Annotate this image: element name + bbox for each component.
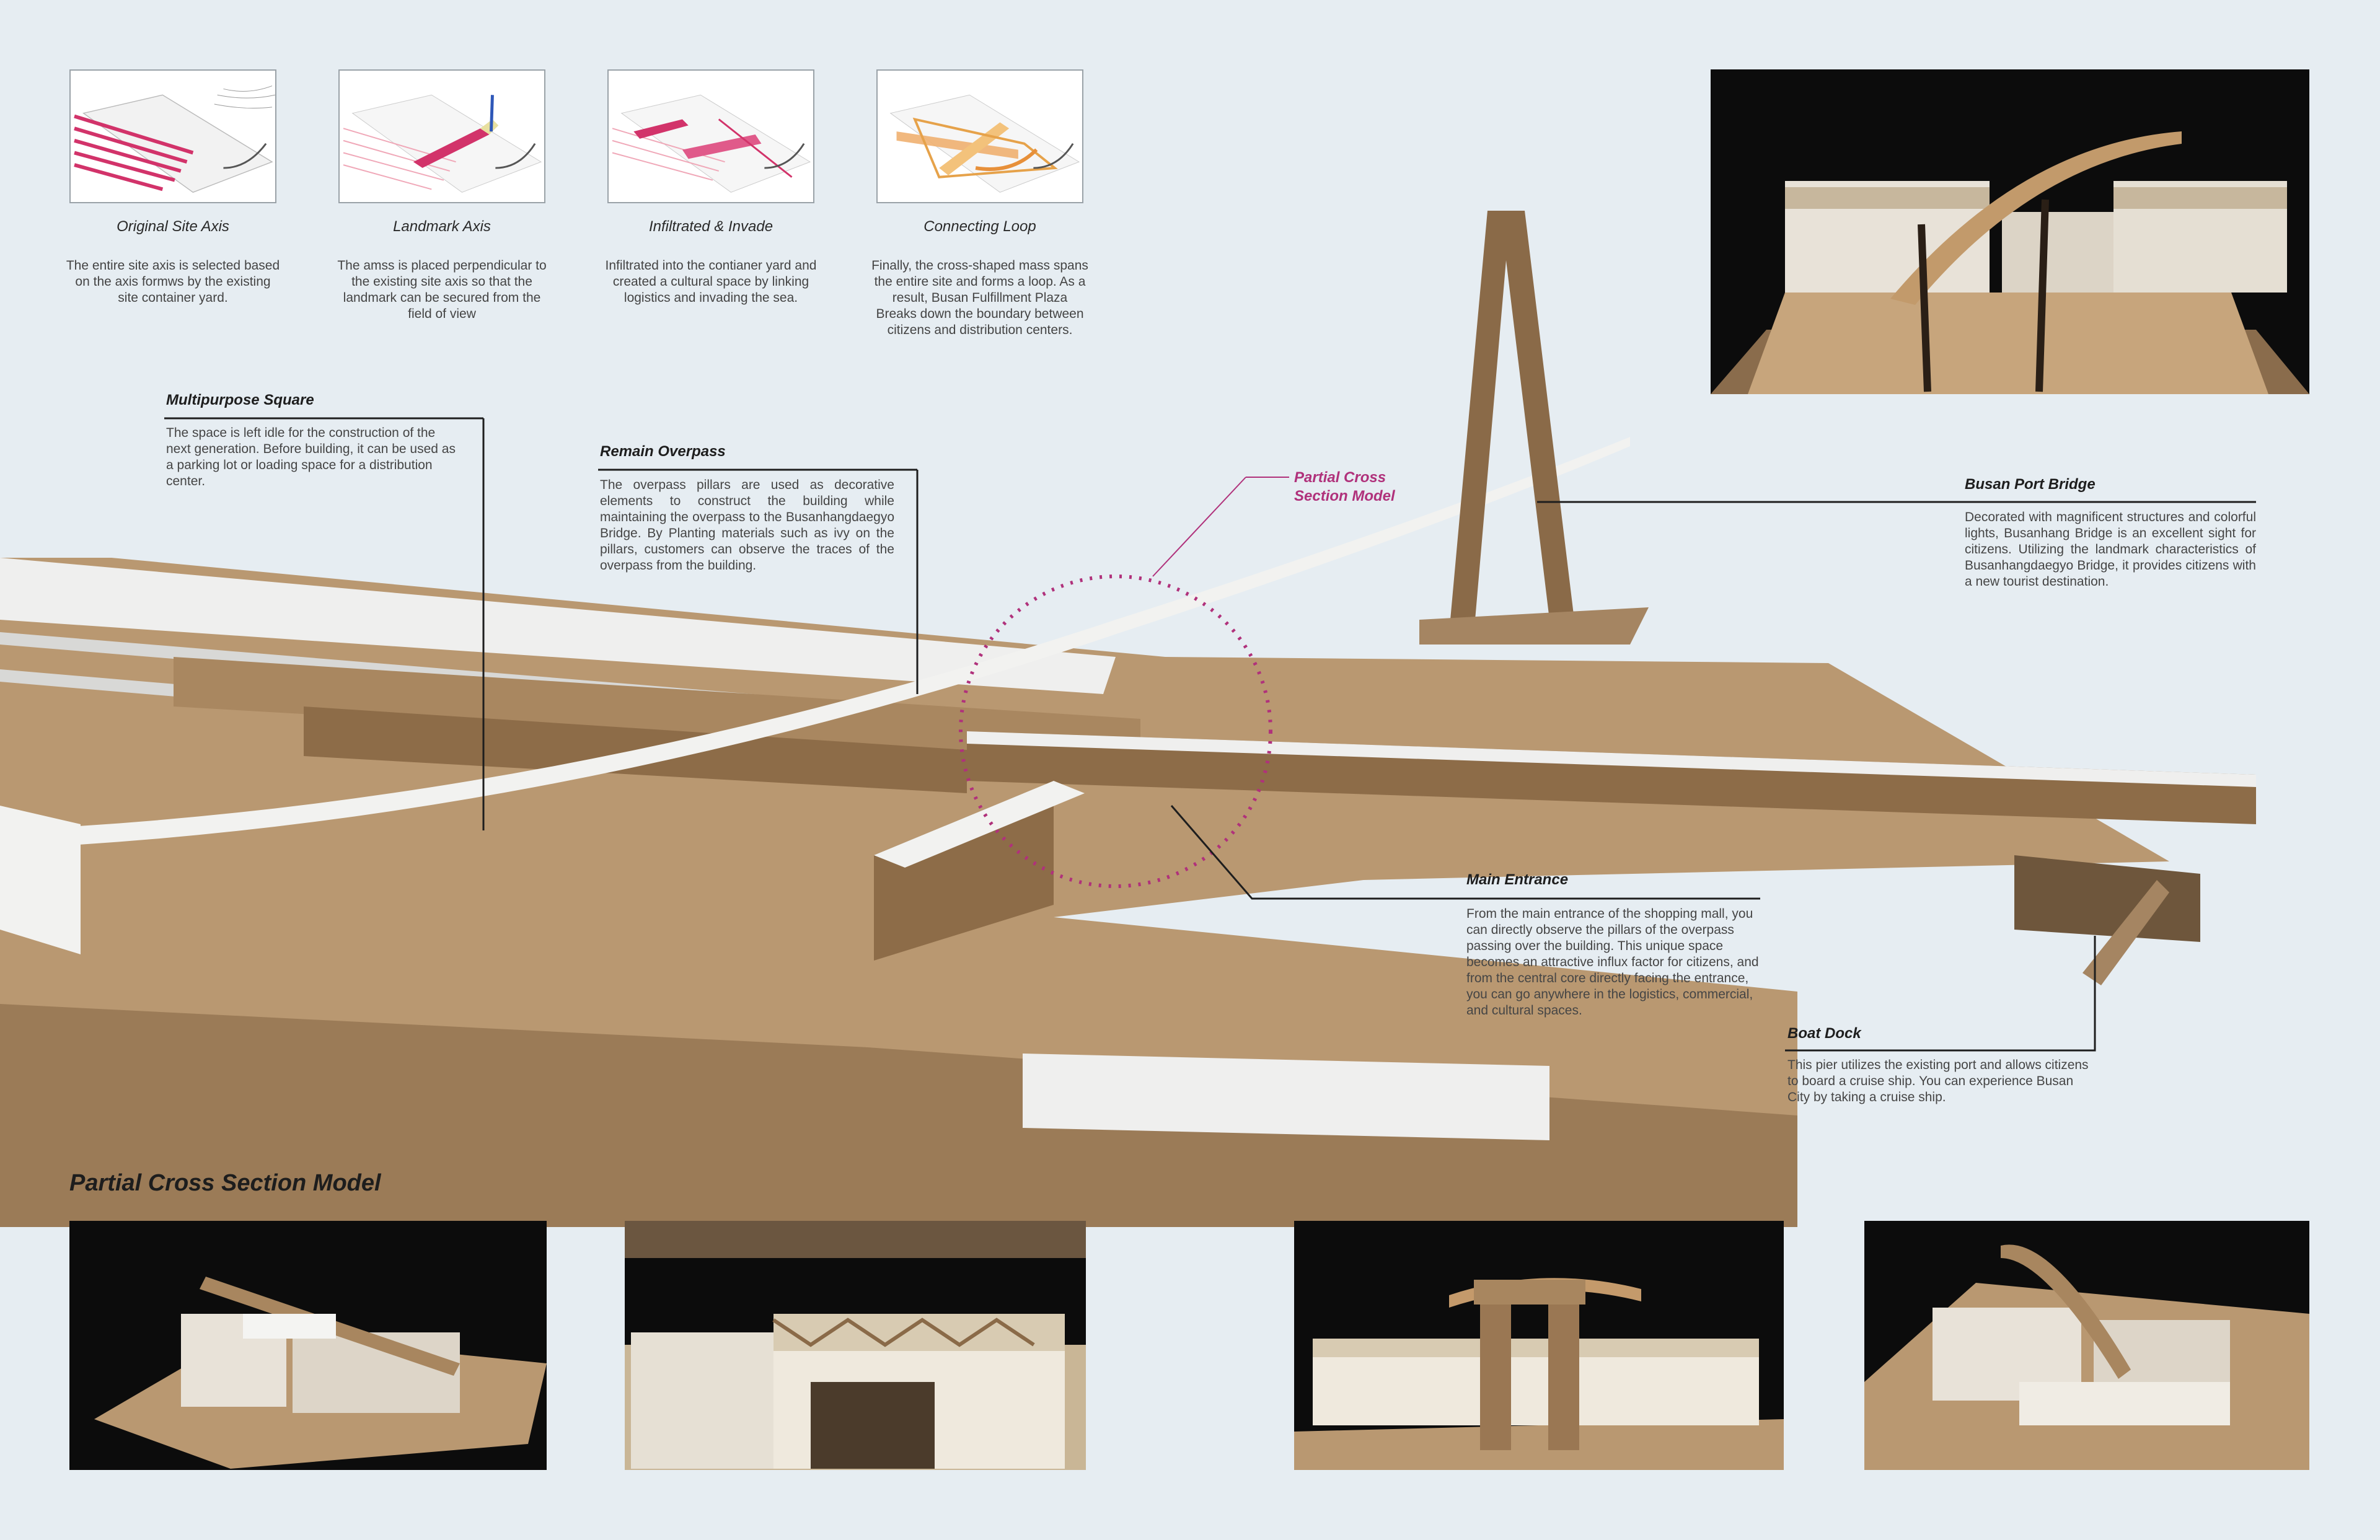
partial-section-highlight-circle [959, 574, 1272, 888]
diagram-connecting-loop [876, 69, 1083, 203]
diagram-landmark-axis [338, 69, 545, 203]
model-overview-image [1711, 69, 2309, 394]
diagram-text-3: Infiltrated into the contianer yard and … [605, 258, 817, 305]
diagram-title-4: Connecting Loop [923, 218, 1036, 235]
main-entrance-title: Main Entrance [1466, 871, 1569, 888]
partial-label-line1: Partial Cross [1294, 469, 1386, 486]
diagram-text-4: Finally, the cross-shaped mass spans the… [871, 258, 1088, 337]
multipurpose-square-title: Multipurpose Square [166, 392, 314, 408]
site-axis-diagram-icon [74, 86, 275, 193]
diagram-title-3: Infiltrated & Invade [648, 218, 774, 235]
diagram-text-2: The amss is placed perpendicular to the … [337, 258, 547, 321]
diagram-title-2: Landmark Axis [393, 218, 491, 235]
model-photo-top-right [1711, 69, 2309, 394]
partial-cross-section-label: Partial Cross Section Model [1294, 469, 1395, 506]
landmark-axis-diagram-icon [343, 94, 542, 193]
diagram-original-site-axis [69, 69, 276, 203]
section-model-photo-3 [1294, 1221, 1784, 1470]
boat-dock-text: This pier utilizes the existing port and… [1787, 1058, 2089, 1104]
diagram-title-1: Original Site Axis [117, 218, 229, 235]
diagram-infiltrated-invade [607, 69, 814, 203]
section-model-image-1 [69, 1221, 547, 1470]
busan-port-bridge-text: Decorated with magnificent structures an… [1965, 510, 2256, 589]
main-entrance-text: From the main entrance of the shopping m… [1466, 907, 1759, 1018]
diagram-text-1: The entire site axis is selected based o… [66, 258, 280, 305]
section-model-image-2 [625, 1221, 1086, 1470]
main-site-model-image [0, 211, 2256, 1227]
section-heading: Partial Cross Section Model [69, 1170, 381, 1196]
section-model-photo-2 [625, 1221, 1086, 1470]
busan-port-bridge-title: Busan Port Bridge [1965, 476, 2096, 493]
infiltrate-diagram-icon [612, 94, 811, 193]
section-model-photo-1 [69, 1221, 547, 1470]
remain-overpass-title: Remain Overpass [600, 443, 726, 460]
remain-overpass-text: The overpass pillars are used as decorat… [600, 478, 894, 573]
boat-dock-title: Boat Dock [1787, 1025, 1861, 1042]
partial-label-line2: Section Model [1294, 488, 1395, 504]
section-model-photo-4 [1864, 1221, 2309, 1470]
multipurpose-square-text: The space is left idle for the construct… [166, 426, 456, 488]
section-model-image-4 [1864, 1221, 2309, 1470]
section-model-image-3 [1294, 1221, 1784, 1470]
loop-diagram-icon [889, 94, 1080, 193]
